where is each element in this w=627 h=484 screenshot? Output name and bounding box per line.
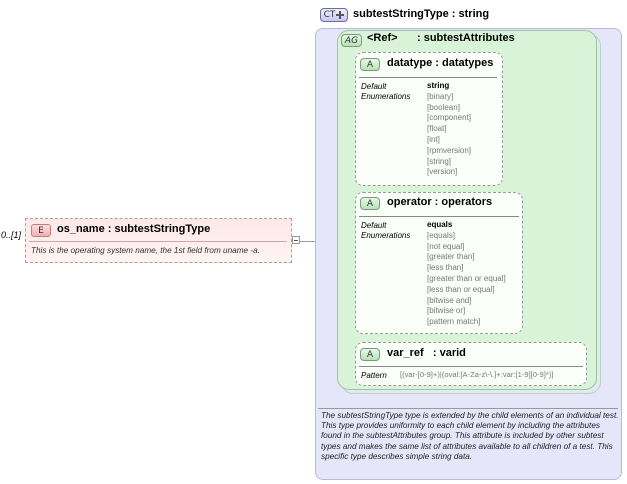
attribute-var-ref-pattern-label: Pattern	[361, 371, 387, 380]
attribute-operator-separator	[359, 216, 519, 217]
attribute-var-ref-pattern-value: [(var-[0-9]+)|(oval:[A-Za-z\-\.]+:var:[1…	[400, 370, 554, 379]
element-separator	[29, 241, 287, 242]
enum-item: [pattern match]	[427, 317, 481, 327]
enum-item: [float]	[427, 124, 447, 134]
attribute-group-name: : subtestAttributes	[417, 32, 515, 44]
attribute-operator-values: equals [equals] [not equal] [greater tha…	[427, 220, 506, 328]
enum-item: [not equal]	[427, 241, 465, 251]
enum-item: [bitwise or]	[427, 306, 466, 316]
attribute-datatype-values: string [binary] [boolean] [component] [f…	[427, 81, 471, 178]
expand-plus-icon	[336, 11, 345, 19]
element-title: os_name : subtestStringType	[57, 223, 211, 235]
attribute-operator-default-value: equals	[427, 220, 453, 229]
attribute-group-badge: AG	[341, 34, 362, 47]
enum-item: [bitwise and]	[427, 295, 472, 305]
attribute-datatype-enum-label: Enumerations	[361, 92, 411, 101]
enum-item: [string]	[427, 156, 452, 166]
attribute-var-ref-title: var_ref : varid	[387, 347, 466, 359]
attribute-datatype-separator	[359, 77, 497, 78]
complex-type-badge: CT	[320, 8, 348, 22]
attribute-var-ref-badge: A	[360, 348, 380, 361]
complex-type-badge-text: CT	[323, 10, 336, 20]
attribute-operator-enum-label: Enumerations	[361, 231, 411, 240]
element-node[interactable]	[25, 218, 292, 263]
attribute-datatype-default-value: string	[427, 81, 450, 90]
attribute-var-ref[interactable]	[355, 342, 587, 386]
enum-item: [version]	[427, 167, 458, 177]
enum-item: [greater than]	[427, 252, 475, 262]
enum-item: [less than]	[427, 263, 464, 273]
enum-item: [less than or equal]	[427, 284, 495, 294]
enum-item: [binary]	[427, 91, 454, 101]
attribute-group-ref: <Ref>	[367, 32, 398, 44]
element-cardinality: 0..[1]	[1, 230, 22, 240]
complex-type-description-separator	[318, 408, 618, 409]
attribute-datatype-badge: A	[360, 58, 380, 71]
connector-element-to-type	[300, 241, 316, 242]
enum-item: [int]	[427, 134, 440, 144]
enum-item: [equals]	[427, 230, 456, 240]
collapse-toggle-icon[interactable]	[292, 236, 300, 244]
element-badge: E	[31, 224, 51, 237]
attribute-datatype-default-label: Default	[361, 82, 387, 91]
enum-item: [rpmversion]	[427, 145, 472, 155]
attribute-datatype-title: datatype : datatypes	[387, 57, 494, 69]
attribute-operator-title: operator : operators	[387, 196, 493, 208]
attribute-var-ref-separator	[359, 366, 583, 367]
attribute-operator-default-label: Default	[361, 221, 387, 230]
enum-item: [component]	[427, 113, 472, 123]
element-description: This is the operating system name, the 1…	[31, 246, 260, 255]
enum-item: [boolean]	[427, 102, 460, 112]
complex-type-description: The subtestStringType type is extended b…	[321, 411, 619, 461]
attribute-datatype[interactable]	[355, 52, 503, 186]
attribute-operator[interactable]	[355, 192, 523, 334]
enum-item: [greater than or equal]	[427, 273, 506, 283]
attribute-operator-badge: A	[360, 197, 380, 210]
complex-type-title: subtestStringType : string	[353, 8, 490, 20]
